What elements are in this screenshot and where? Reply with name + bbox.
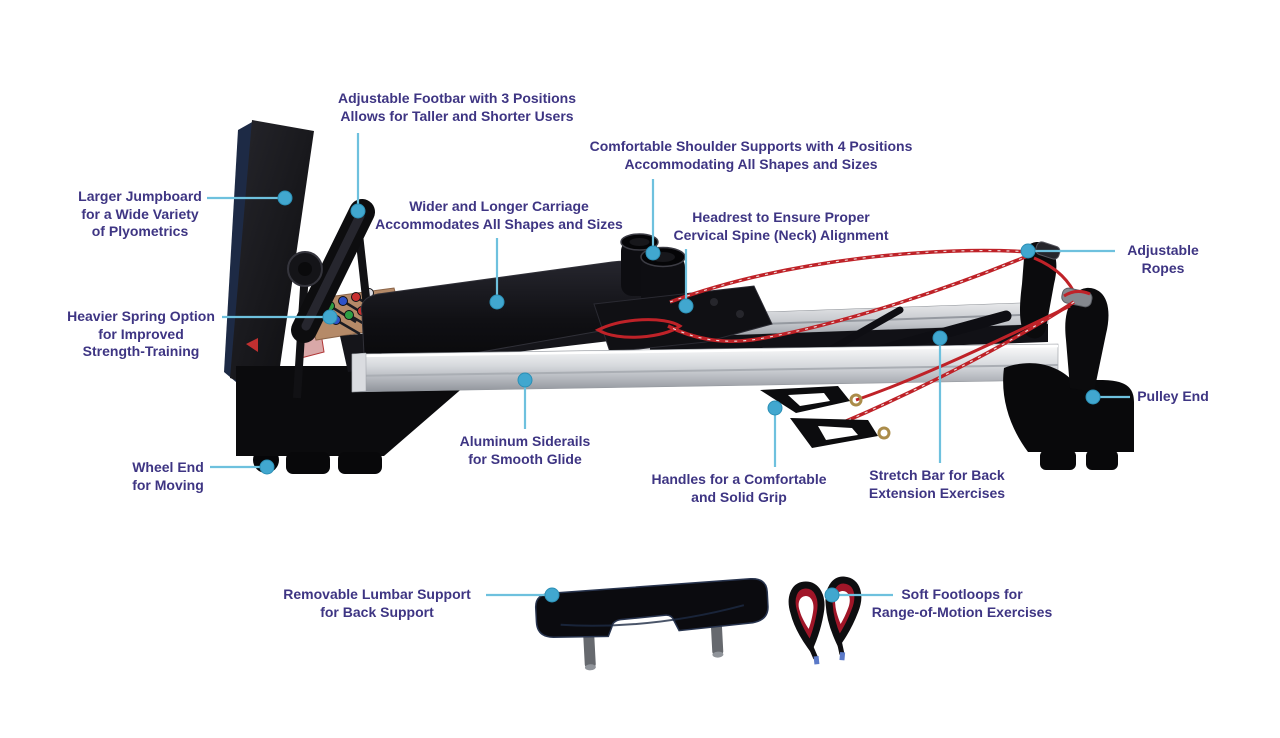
- dot-carriage: [489, 294, 505, 310]
- dot-pulley-end: [1085, 389, 1101, 405]
- handle-clip: [877, 426, 891, 440]
- callout-stretch-bar: Stretch Bar for Back Extension Exercises: [868, 467, 1006, 501]
- callout-wheel-end: Wheel End for Moving: [132, 459, 204, 493]
- footbar: [287, 199, 376, 399]
- callout-larger-jumpboard: Larger Jumpboard for a Wide Variety of P…: [78, 188, 202, 239]
- handles: [760, 386, 891, 448]
- pulley-end-base: [1003, 287, 1134, 470]
- dot-wheel-end: [259, 459, 275, 475]
- headrest: [593, 285, 773, 353]
- callout-pulley-end: Pulley End: [1137, 388, 1209, 404]
- callout-adjustable-footbar: Adjustable Footbar with 3 Positions Allo…: [337, 90, 577, 124]
- callout-heavier-spring: Heavier Spring Option for Improved Stren…: [67, 308, 215, 359]
- dot-handles: [767, 400, 783, 416]
- callout-lumbar-support: Removable Lumbar Support for Back Suppor…: [283, 586, 471, 620]
- callout-aluminum-siderails: Aluminum Siderails for Smooth Glide: [459, 433, 591, 467]
- dot-footloops: [824, 587, 840, 603]
- callout-handles: Handles for a Comfortable and Solid Grip: [651, 471, 827, 505]
- ropes-lower: [843, 300, 1075, 424]
- handle-clip: [849, 393, 863, 407]
- leader-lines: [207, 133, 1130, 597]
- callout-adjustable-ropes: Adjustable Ropes: [1127, 242, 1199, 276]
- callout-soft-footloops: Soft Footloops for Range-of-Motion Exerc…: [871, 586, 1053, 620]
- dot-jumpboard: [277, 190, 293, 206]
- callout-carriage: Wider and Longer Carriage Accommodates A…: [375, 198, 623, 232]
- dot-headrest: [678, 298, 694, 314]
- callout-shoulder-supports: Comfortable Shoulder Supports with 4 Pos…: [589, 138, 913, 172]
- footloops: [788, 576, 862, 665]
- callout-dots: [259, 190, 1101, 603]
- dot-siderails: [517, 372, 533, 388]
- lumbar-support: [534, 578, 769, 671]
- dot-footbar: [350, 203, 366, 219]
- dot-lumbar: [544, 587, 560, 603]
- dot-ropes: [1020, 243, 1036, 259]
- callout-headrest: Headrest to Ensure Proper Cervical Spine…: [673, 209, 889, 243]
- ropes-upper: [594, 248, 1079, 343]
- dot-shoulder-supports: [645, 245, 661, 261]
- dot-stretch-bar: [932, 330, 948, 346]
- rope-upright-near: [1065, 287, 1109, 392]
- dot-spring: [322, 309, 338, 325]
